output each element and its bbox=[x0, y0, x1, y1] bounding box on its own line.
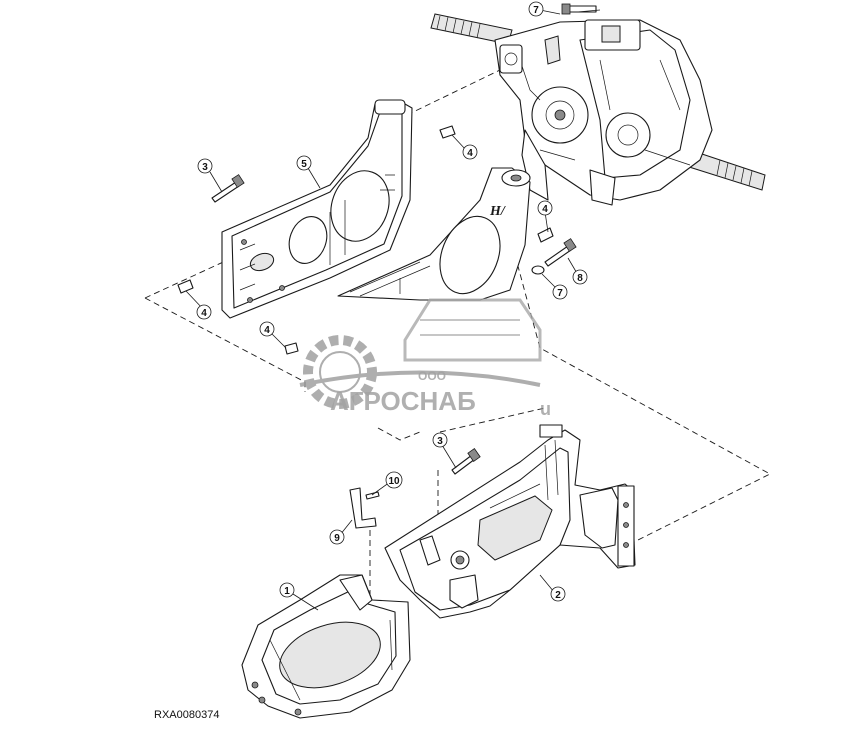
callout-label: 7 bbox=[533, 5, 539, 16]
callout-1: 1 bbox=[279, 582, 295, 598]
callout-label: 4 bbox=[542, 204, 548, 215]
callout-label: 8 bbox=[577, 273, 583, 284]
watermark-logo: ООО АГРОСНАБ u bbox=[299, 298, 551, 419]
svg-text:H/: H/ bbox=[489, 204, 506, 219]
callout-label: 4 bbox=[201, 308, 207, 319]
callout-4-right: 4 bbox=[537, 200, 553, 216]
callout-label: 9 bbox=[334, 533, 340, 544]
watermark-brand-text: АГРОСНАБ bbox=[330, 386, 476, 416]
callout-label: 1 bbox=[284, 586, 290, 597]
callout-label: 2 bbox=[555, 590, 561, 601]
callout-7-side: 7 bbox=[552, 284, 568, 300]
callout-label: 10 bbox=[388, 476, 400, 487]
watermark-suffix-text: u bbox=[540, 399, 551, 419]
figure-reference-code: RXA0080374 bbox=[154, 709, 220, 721]
callout-label: 3 bbox=[202, 162, 208, 173]
callout-3-lower: 3 bbox=[432, 432, 448, 448]
callout-label: 5 bbox=[301, 159, 307, 170]
callout-label: 4 bbox=[467, 148, 473, 159]
front-frame-2 bbox=[384, 424, 636, 619]
callout-4-left: 4 bbox=[196, 304, 212, 320]
side-frame-5 bbox=[221, 99, 413, 319]
callout-5: 5 bbox=[296, 155, 312, 171]
transmission-assembly bbox=[430, 3, 766, 206]
callout-2: 2 bbox=[550, 586, 566, 602]
callout-9: 9 bbox=[329, 529, 345, 545]
callout-7-top: 7 bbox=[528, 1, 544, 17]
callout-10: 10 bbox=[385, 471, 403, 489]
callout-label: 3 bbox=[437, 436, 443, 447]
callout-label: 4 bbox=[264, 325, 270, 336]
lower-housing-1 bbox=[241, 574, 411, 719]
watermark-small-text: ООО bbox=[418, 369, 446, 383]
callout-3-upper: 3 bbox=[197, 158, 213, 174]
callout-4-center: 4 bbox=[259, 321, 275, 337]
callout-8: 8 bbox=[572, 269, 588, 285]
hardware bbox=[177, 125, 577, 529]
callout-label: 7 bbox=[557, 288, 563, 299]
callout-4-top: 4 bbox=[462, 144, 478, 160]
